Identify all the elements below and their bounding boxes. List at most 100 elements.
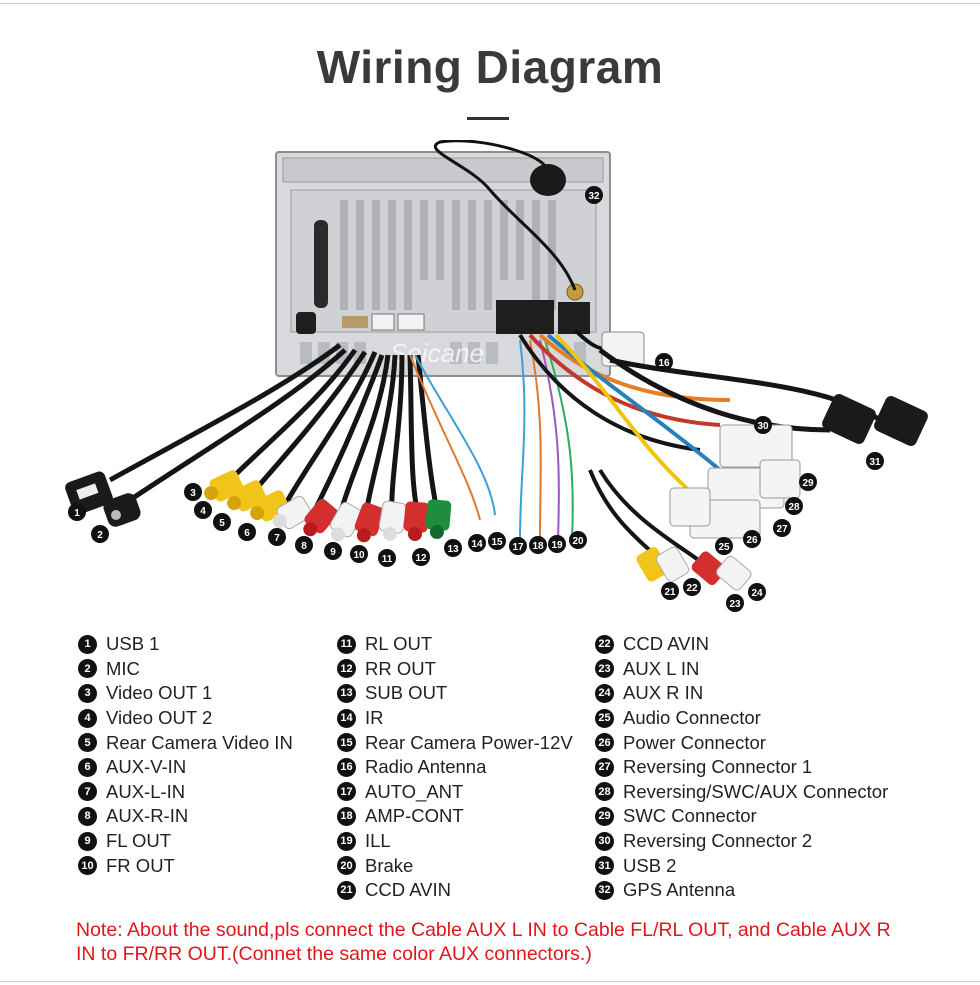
svg-text:5: 5 — [219, 518, 225, 529]
note-text: Note: About the sound,pls connect the Ca… — [76, 919, 891, 965]
legend-label: IR — [365, 707, 384, 729]
badge-12: 12 — [412, 548, 430, 566]
badge-26: 26 — [743, 530, 761, 548]
legend-number-badge: 32 — [595, 880, 614, 900]
badge-23: 23 — [726, 594, 744, 612]
badge-22: 22 — [683, 578, 701, 596]
svg-text:32: 32 — [588, 191, 600, 202]
legend-number-badge: 17 — [337, 782, 356, 802]
badge-13: 13 — [444, 539, 462, 557]
badge-7: 7 — [268, 528, 286, 546]
legend-label: Rear Camera Video IN — [106, 731, 293, 753]
badge-18: 18 — [529, 536, 547, 554]
svg-text:16: 16 — [658, 358, 670, 369]
legend-label: Reversing/SWC/AUX Connector — [623, 780, 889, 802]
legend-label: AUX R IN — [623, 682, 704, 704]
bottom-divider — [0, 981, 980, 982]
svg-text:1: 1 — [74, 508, 80, 519]
legend-number-badge: 25 — [595, 708, 614, 728]
legend-label: FL OUT — [106, 830, 172, 852]
svg-text:17: 17 — [512, 542, 524, 553]
svg-text:4: 4 — [200, 506, 206, 517]
legend-number-badge: 22 — [595, 634, 614, 654]
legend-label: USB 1 — [106, 633, 160, 655]
legend-number-badge: 8 — [78, 806, 97, 826]
legend-number-badge: 14 — [337, 708, 356, 728]
mic-connector — [103, 493, 141, 527]
legend-label: AMP-CONT — [365, 805, 464, 827]
thin-wires — [409, 339, 574, 541]
legend-number-badge: 24 — [595, 683, 614, 703]
svg-text:2: 2 — [97, 530, 103, 541]
svg-text:3: 3 — [190, 488, 196, 499]
legend-number-badge: 31 — [595, 856, 614, 876]
badge-8: 8 — [295, 536, 313, 554]
badge-20: 20 — [569, 531, 587, 549]
legend-number-badge: 10 — [78, 856, 97, 876]
page-title: Wiring Diagram — [316, 41, 664, 93]
legend-label: AUX-L-IN — [106, 780, 186, 802]
badge-14: 14 — [468, 534, 486, 552]
svg-text:21: 21 — [664, 587, 676, 598]
legend-number-badge: 2 — [78, 659, 97, 679]
legend-label: Video OUT 2 — [106, 707, 213, 729]
top-divider — [0, 3, 980, 4]
legend-label: USB 2 — [623, 854, 677, 876]
legend-number-badge: 4 — [78, 708, 97, 728]
legend-label: RL OUT — [365, 633, 433, 655]
legend-label: Reversing Connector 1 — [623, 756, 813, 778]
svg-text:30: 30 — [757, 421, 769, 432]
svg-text:22: 22 — [686, 583, 698, 594]
svg-text:25: 25 — [718, 542, 730, 553]
legend-label: AUX-R-IN — [106, 805, 189, 827]
svg-text:31: 31 — [869, 457, 881, 468]
legend-number-badge: 26 — [595, 733, 614, 753]
legend-item: 14 IR — [337, 706, 573, 731]
badge-24: 24 — [748, 583, 766, 601]
svg-text:23: 23 — [729, 599, 741, 610]
legend-number-badge: 5 — [78, 733, 97, 753]
legend-item: 18 AMP-CONT — [337, 804, 573, 829]
svg-text:27: 27 — [776, 524, 788, 535]
badge-11: 11 — [378, 549, 396, 567]
svg-text:10: 10 — [353, 550, 365, 561]
badge-25: 25 — [715, 537, 733, 555]
legend-item: 31 USB 2 — [595, 853, 888, 878]
legend-number-badge: 12 — [337, 659, 356, 679]
legend-label: SUB OUT — [365, 682, 448, 704]
badge-1: 1 — [68, 503, 86, 521]
usb-2-connector — [822, 394, 928, 446]
svg-text:11: 11 — [382, 554, 393, 565]
gps-antenna — [433, 140, 577, 291]
svg-text:19: 19 — [551, 540, 563, 551]
badge-29: 29 — [799, 473, 817, 491]
svg-text:12: 12 — [415, 553, 427, 564]
badge-4: 4 — [194, 501, 212, 519]
badge-6: 6 — [238, 523, 256, 541]
badge-17: 17 — [509, 537, 527, 555]
badge-2: 2 — [91, 525, 109, 543]
legend-number-badge: 18 — [337, 806, 356, 826]
legend-item: 4 Video OUT 2 — [78, 706, 293, 731]
badge-10: 10 — [350, 545, 368, 563]
svg-text:9: 9 — [330, 547, 336, 558]
legend-number-badge: 30 — [595, 831, 614, 851]
